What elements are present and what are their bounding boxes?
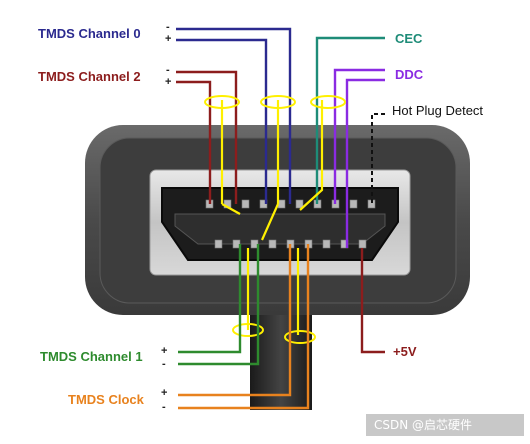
label-cec: CEC	[395, 31, 423, 46]
plus-5v-wire	[360, 248, 385, 354]
hot-plug-detect-wire	[371, 113, 385, 204]
sign-minus: -	[166, 64, 170, 76]
sign-plus: +	[161, 345, 168, 357]
sign-minus: -	[162, 358, 166, 370]
sign-minus: -	[162, 401, 166, 413]
label-tmds-channel-2: TMDS Channel 2	[38, 69, 141, 84]
label-hot-plug-detect: Hot Plug Detect	[392, 103, 484, 118]
shield-wires	[220, 100, 324, 335]
tmds-channel-1-wires	[178, 244, 260, 366]
label-tmds-channel-1: TMDS Channel 1	[40, 349, 143, 364]
label-tmds-clock: TMDS Clock	[68, 392, 144, 407]
tmds-clock-wires	[178, 244, 310, 410]
watermark: CSDN @启芯硬件	[374, 418, 473, 432]
sign-plus: +	[165, 76, 172, 88]
cec-wire	[315, 36, 385, 204]
sign-plus: +	[165, 33, 172, 45]
tmds-channel-0-wires	[176, 27, 292, 204]
pin-tongue	[174, 213, 386, 245]
twisted-pair-markers	[204, 95, 346, 344]
label-tmds-channel-0: TMDS Channel 0	[38, 26, 141, 41]
tmds-channel-2-wires	[176, 70, 238, 204]
label-ddc: DDC	[395, 67, 424, 82]
ddc-wires	[333, 68, 385, 248]
sign-minus: -	[166, 21, 170, 33]
label-plus-5v: +5V	[393, 344, 417, 359]
watermark-backing	[366, 414, 524, 436]
cable	[250, 300, 312, 410]
sign-plus: +	[161, 387, 168, 399]
